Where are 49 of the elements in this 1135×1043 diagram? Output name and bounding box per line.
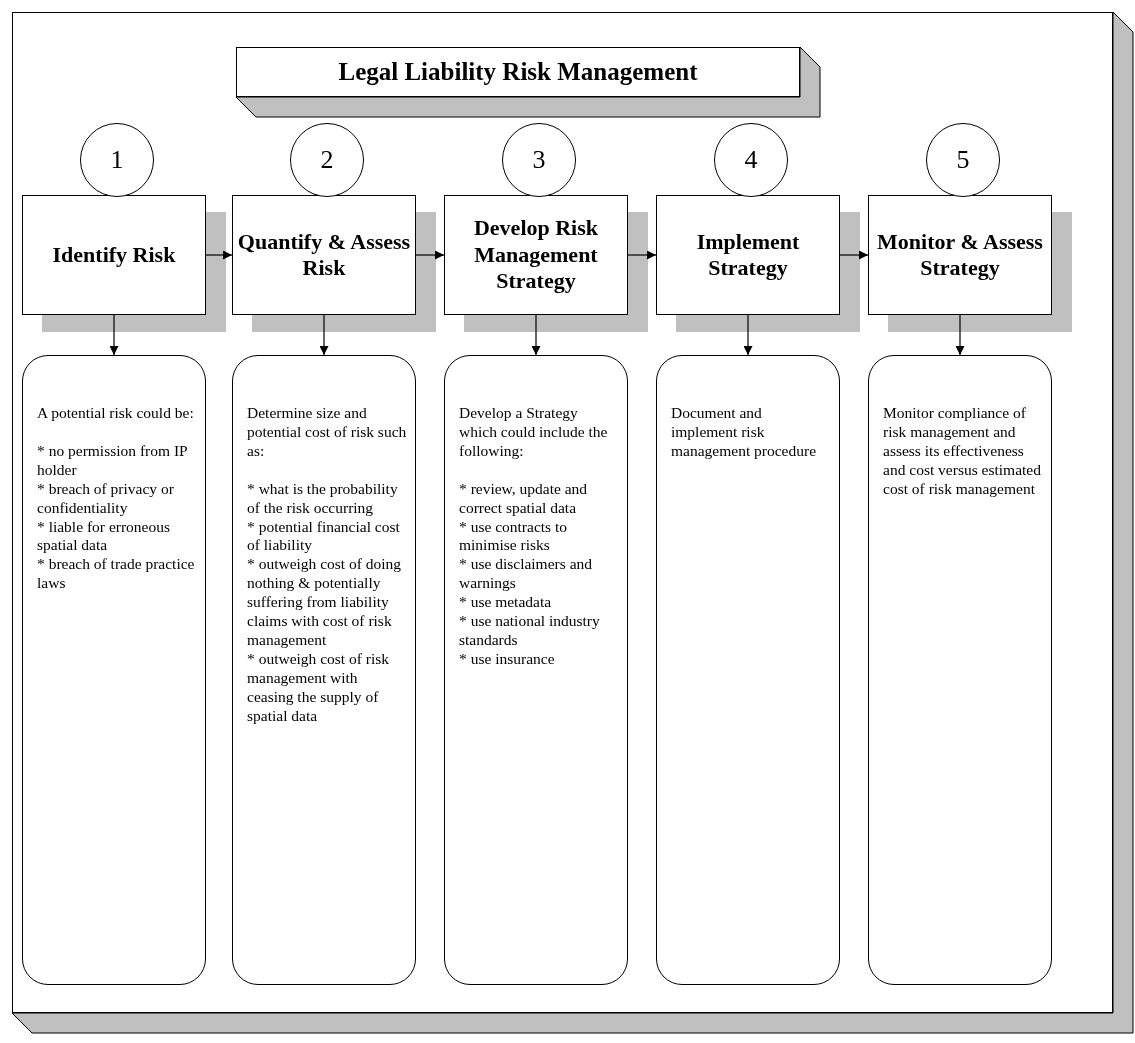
step-box: [232, 195, 416, 315]
step-title: Quantify & Assess Risk: [237, 228, 411, 282]
bullet-item: * breach of trade practice laws: [37, 555, 196, 594]
arrow: [839, 250, 869, 260]
arrow: [319, 314, 329, 356]
description-text: Monitor compliance of risk management and assess its effectiveness and cost versus estimated cost of risk management: [883, 404, 1042, 499]
bullet-item: * liable for erroneous spatial data: [37, 517, 171, 556]
description-text: A potential risk could be:: [37, 404, 195, 423]
step-number: 4: [744, 145, 758, 175]
description-box: [868, 355, 1052, 985]
step-box: [444, 195, 628, 315]
bullet-item: * outweigh cost of doing nothing & potentially suffering from liability claims with cost of risk management: [247, 555, 403, 650]
bullet-item: * use metadata: [459, 593, 553, 613]
bullet-item: * use insurance: [459, 649, 556, 669]
description-box: [656, 355, 840, 985]
bullet-item: * outweigh cost of risk management with ceasing the supply of spatial data: [247, 649, 391, 726]
step-title: Develop Risk Management Strategy: [472, 215, 600, 295]
step-number: 2: [320, 145, 334, 175]
step-title: Implement Strategy: [695, 228, 801, 282]
bullet-item: * use disclaimers and warnings: [459, 555, 593, 594]
arrow: [955, 314, 965, 356]
bullet-item: * what is the probability of the risk occurring: [247, 479, 399, 518]
title-banner: Legal Liability Risk Management: [236, 47, 800, 97]
description-box: [232, 355, 416, 985]
step-box: [656, 195, 840, 315]
description-box: [444, 355, 628, 985]
arrow: [531, 314, 541, 356]
bullet-item: * review, update and correct spatial data: [459, 479, 589, 518]
arrow: [109, 314, 119, 356]
step-number: 3: [532, 145, 546, 175]
arrow: [205, 250, 233, 260]
bullet-item: * breach of privacy or confidentiality: [37, 479, 175, 518]
bullet-item: * use national industry standards: [459, 612, 601, 650]
arrow: [415, 250, 445, 260]
bullet-item: * potential financial cost of liability: [247, 517, 401, 556]
step-title: Identify Risk: [52, 241, 176, 269]
step-number: 5: [956, 145, 970, 175]
step-title: Monitor & Assess Strategy: [876, 228, 1044, 282]
step-box: [868, 195, 1052, 315]
bullet-item: * no permission from IP holder: [37, 441, 189, 480]
arrow: [743, 314, 753, 356]
description-text: Document and implement risk management procedure: [671, 404, 818, 461]
arrow: [627, 250, 657, 260]
step-number: 1: [110, 145, 124, 175]
bullet-item: * use contracts to minimise risks: [459, 517, 569, 556]
description-box: [22, 355, 206, 985]
description-text: Develop a Strategy which could include the following:: [459, 404, 609, 461]
description-text: Determine size and potential cost of risk such as:: [247, 404, 407, 461]
step-box: [22, 195, 206, 315]
